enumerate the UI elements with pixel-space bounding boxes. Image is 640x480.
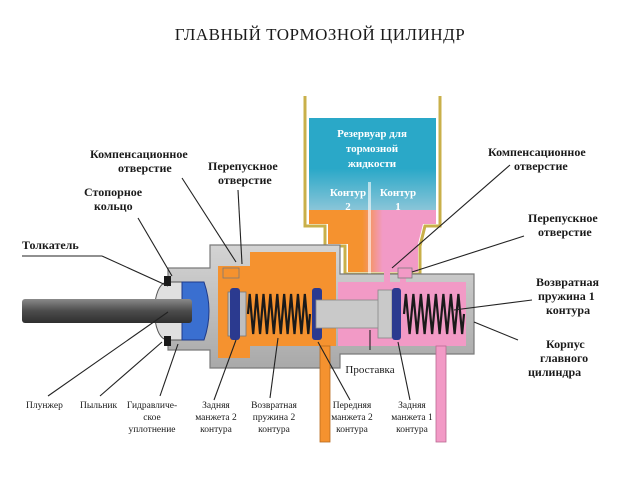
- return-spring-1: [402, 293, 466, 335]
- piston-circuit-1: [377, 288, 401, 340]
- label-body-3: цилиндра: [528, 365, 581, 379]
- label-boot: Пыльник: [80, 401, 117, 411]
- label-bypass-right-1: Перепускное: [528, 211, 598, 225]
- label-return-spring-1-1: Возвратная: [536, 275, 599, 289]
- rear-cuff-1-seal: [392, 288, 401, 340]
- label-bypass-left-2: отверстие: [218, 173, 272, 187]
- bypass-port-right: [397, 267, 413, 279]
- bypass-port-left: [222, 267, 240, 279]
- label-stop-ring-2: кольцо: [94, 199, 133, 213]
- label-front-cuff-2-2: манжета 2: [331, 413, 373, 423]
- label-hydro-seal-1: Гидравличе-: [127, 401, 177, 411]
- label-return-spring-1-2: пружина 1: [538, 289, 595, 303]
- label-stop-ring-1: Стопорное: [84, 185, 143, 199]
- label-return-spring-2-1: Возвратная: [251, 401, 297, 411]
- rear-cuff-2-seal: [230, 288, 240, 340]
- diagram-title: ГЛАВНЫЙ ТОРМОЗНОЙ ЦИЛИНДР: [175, 25, 465, 44]
- label-rear-cuff-2-1: Задняя: [202, 401, 230, 411]
- label-rear-cuff-2-2: манжета 2: [195, 413, 237, 423]
- label-pusher: Толкатель: [22, 238, 79, 252]
- label-rear-cuff-1-2: манжета 1: [391, 413, 433, 423]
- label-body-2: главного: [540, 351, 588, 365]
- reservoir-label-line-2: тормозной: [346, 143, 399, 155]
- label-front-cuff-2-1: Передняя: [333, 401, 372, 411]
- label-plunger: Плунжер: [26, 401, 63, 411]
- leader-lines: [22, 164, 533, 401]
- label-rear-cuff-1-3: контура: [396, 425, 428, 435]
- label-return-spring-2-2: пружина 2: [253, 413, 296, 423]
- label-return-spring-1-3: контура: [546, 303, 590, 317]
- label-comp-right-2: отверстие: [514, 159, 568, 173]
- circuit-1-label: Контур: [380, 187, 416, 199]
- circuit-2-label: Контур: [330, 187, 366, 199]
- circuit-1-number: 1: [395, 201, 401, 213]
- label-body-1: Корпус: [546, 337, 585, 351]
- label-comp-right-1: Компенсационное: [488, 145, 586, 159]
- reservoir-label-line-3: жидкости: [348, 158, 397, 170]
- label-spacer: Проставка: [345, 364, 394, 376]
- label-comp-left-1: Компенсационное: [90, 147, 188, 161]
- return-spring-2: [246, 293, 312, 335]
- label-front-cuff-2-3: контура: [336, 425, 368, 435]
- reservoir-label-line-1: Резервуар для: [337, 128, 407, 140]
- piston-circuit-2: [227, 288, 385, 340]
- fluid-reservoir: [303, 96, 442, 276]
- label-bypass-right-2: отверстие: [538, 225, 592, 239]
- circuit-2-number: 2: [345, 201, 351, 213]
- push-rod: [22, 299, 192, 323]
- label-rear-cuff-2-3: контура: [200, 425, 232, 435]
- label-hydro-seal-2: ское: [143, 413, 160, 423]
- label-rear-cuff-1-1: Задняя: [398, 401, 426, 411]
- label-hydro-seal-3: уплотнение: [128, 425, 175, 435]
- label-comp-left-2: отверстие: [118, 161, 172, 175]
- label-bypass-left-1: Перепускное: [208, 159, 278, 173]
- label-return-spring-2-3: контура: [258, 425, 290, 435]
